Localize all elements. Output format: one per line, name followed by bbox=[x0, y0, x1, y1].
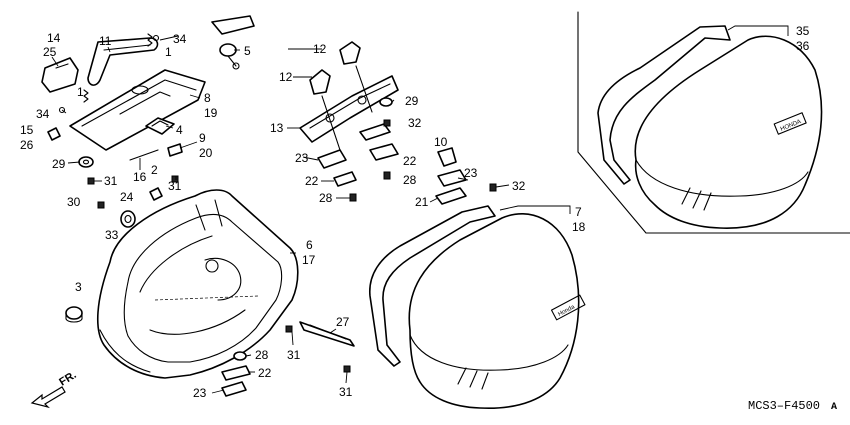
callout-label: 17 bbox=[302, 253, 316, 267]
callout-label: 25 bbox=[43, 45, 57, 59]
callout-label: 7 bbox=[575, 205, 582, 219]
callout-label: 23 bbox=[193, 386, 207, 400]
callout-label: 6 bbox=[306, 238, 313, 252]
callout-label: 1 bbox=[165, 45, 172, 59]
callout-label: 5 bbox=[244, 44, 251, 58]
callout-label: 31 bbox=[168, 179, 182, 193]
support-stay bbox=[221, 321, 355, 397]
callout-label: 34 bbox=[36, 107, 50, 121]
callout-label: 36 bbox=[796, 39, 810, 53]
diagram-code-suffix: A bbox=[831, 402, 837, 413]
front-label: FR. bbox=[57, 369, 78, 389]
callout-label: 28 bbox=[255, 348, 269, 362]
callout-label: 3 bbox=[75, 280, 82, 294]
callout-label: 15 bbox=[20, 123, 34, 137]
callout-label: 23 bbox=[295, 151, 309, 165]
callout-label: 33 bbox=[105, 228, 119, 242]
inset-frame bbox=[577, 11, 850, 234]
spring bbox=[83, 89, 89, 103]
callout-label: 23 bbox=[464, 166, 478, 180]
callout-label: 11 bbox=[99, 34, 112, 48]
hardware bbox=[47, 15, 255, 323]
handle-assembly bbox=[41, 37, 206, 151]
inset-lid-shell bbox=[634, 35, 823, 229]
callout-label: 20 bbox=[199, 146, 213, 160]
callout-label: 18 bbox=[572, 220, 586, 234]
callout-label: 28 bbox=[319, 191, 333, 205]
callout-label: 22 bbox=[258, 366, 272, 380]
rubber-foot bbox=[65, 306, 83, 320]
callout-label: 1 bbox=[77, 85, 84, 99]
hinge-bracket bbox=[339, 41, 361, 65]
saddlebag-outer-shell bbox=[96, 189, 299, 379]
callout-label: 29 bbox=[52, 157, 66, 171]
key-cylinder bbox=[211, 15, 255, 35]
inset-lid-seal bbox=[597, 25, 731, 185]
callout-label: 31 bbox=[339, 385, 353, 399]
callout-label: 19 bbox=[204, 106, 218, 120]
callout-label: 32 bbox=[512, 179, 526, 193]
callout-label: 34 bbox=[173, 32, 187, 46]
callout-label: 27 bbox=[336, 315, 350, 329]
hinge-assembly bbox=[299, 41, 399, 202]
callout-label: 4 bbox=[176, 123, 183, 137]
callout-label: 35 bbox=[796, 24, 810, 38]
end-cap bbox=[41, 57, 79, 93]
callout-label: 28 bbox=[403, 173, 417, 187]
callout-label: 29 bbox=[405, 94, 419, 108]
callout-label: 31 bbox=[287, 348, 301, 362]
callout-label: 13 bbox=[270, 121, 284, 135]
callout-label: 8 bbox=[204, 91, 211, 105]
saddlebag-case bbox=[96, 189, 299, 379]
callout-label: 12 bbox=[313, 42, 327, 56]
main-lid-assembly: Honda bbox=[369, 205, 586, 409]
callout-label: 22 bbox=[305, 174, 319, 188]
callout-label: 12 bbox=[279, 70, 293, 84]
callout-label: 24 bbox=[120, 190, 134, 204]
callout-label: 2 bbox=[151, 163, 158, 177]
callout-label: 30 bbox=[67, 195, 81, 209]
main-lid-seal bbox=[369, 205, 496, 367]
main-lid-shell bbox=[408, 213, 580, 409]
inset-lid-assembly: HONDA bbox=[597, 25, 823, 229]
leader-lines bbox=[51, 25, 789, 394]
diagram-code: MCS3–F4500 bbox=[748, 399, 820, 413]
callout-label: 31 bbox=[104, 174, 118, 188]
callout-label: 16 bbox=[133, 170, 147, 184]
callout-label: 14 bbox=[47, 31, 61, 45]
front-direction-indicator: FR. bbox=[30, 369, 79, 409]
callout-label: 10 bbox=[434, 135, 448, 149]
saddlebag-inner-rim bbox=[123, 213, 283, 363]
hinge-bracket bbox=[309, 69, 331, 95]
callout-label: 22 bbox=[403, 154, 417, 168]
callout-label: 32 bbox=[408, 116, 422, 130]
lock-cover bbox=[145, 117, 175, 135]
callout-labels: 14 25 11 34 1 5 1 34 8 19 15 26 4 9 20 2… bbox=[20, 24, 810, 400]
front-arrow-icon bbox=[30, 386, 66, 409]
callout-label: 26 bbox=[20, 138, 34, 152]
lid-hardware bbox=[435, 147, 497, 205]
callout-label: 9 bbox=[199, 131, 206, 145]
hinge-plate bbox=[299, 75, 399, 143]
diagram-code-block: MCS3–F4500 A bbox=[748, 399, 837, 413]
spring bbox=[147, 33, 153, 47]
handle-base-tray bbox=[69, 69, 206, 151]
callout-label: 21 bbox=[415, 195, 429, 209]
